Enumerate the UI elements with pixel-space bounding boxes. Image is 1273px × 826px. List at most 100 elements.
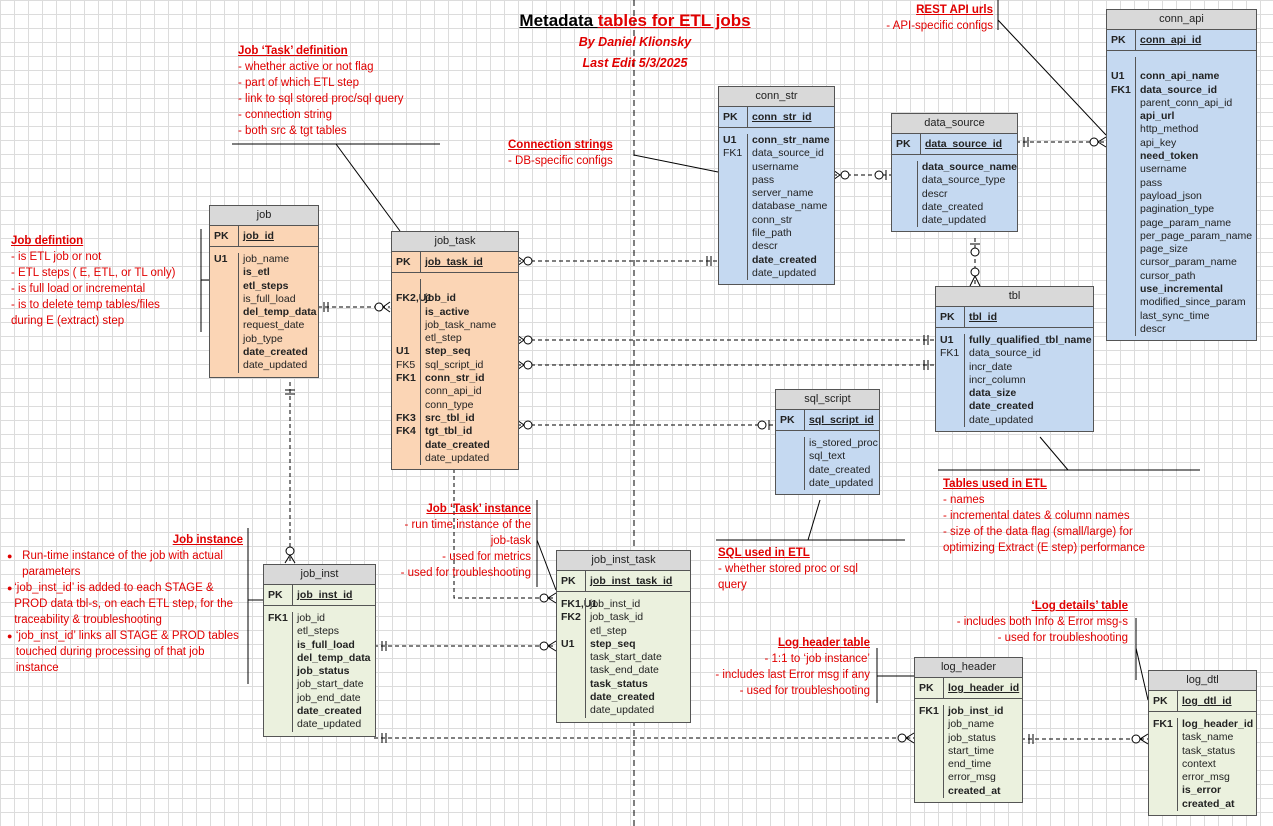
- note-line: - is full load or incremental: [11, 283, 146, 295]
- key-label: [396, 332, 420, 345]
- note-title: SQL used in ETL: [718, 547, 810, 559]
- key-label: [214, 359, 238, 372]
- note-title: Job instance: [172, 534, 243, 546]
- key-label: FK1: [1153, 718, 1173, 730]
- note-rest-api: REST API urls- API-specific configs: [878, 2, 993, 34]
- note-bullet: ●Run-time instance of the job with actua…: [7, 548, 243, 580]
- key-label: [896, 174, 917, 187]
- table-header: job_task: [392, 232, 518, 252]
- note-title: Tables used in ETL: [943, 478, 1047, 490]
- key-label: [1111, 137, 1135, 150]
- note-line: - link to sql stored proc/sql query: [238, 93, 404, 105]
- note-log-details: ‘Log details’ table- includes both Info …: [935, 598, 1128, 646]
- field-name: conn_api_id: [425, 385, 482, 398]
- field-name: created_at: [948, 784, 1001, 797]
- field-name: job_status: [297, 665, 350, 678]
- note-line: - used for metrics: [442, 551, 531, 563]
- field-name: is_etl: [243, 266, 270, 279]
- note-conn-strings: Connection strings- DB-specific configs: [508, 137, 633, 169]
- key-label: [919, 718, 943, 731]
- field-name: job_id: [297, 612, 326, 624]
- field-name: data_source_type: [921, 174, 1006, 187]
- field-name: descr: [921, 187, 948, 200]
- field-name: etl_steps: [243, 279, 289, 292]
- title-last-edit: Last Edit 5/3/2025: [582, 56, 688, 70]
- bullet-text: ‘job_inst_id’ links all STAGE & PROD tab…: [15, 630, 239, 674]
- key-label: [1153, 731, 1177, 744]
- field-name: log_header_id: [1182, 718, 1254, 730]
- field-name: job_inst_id: [590, 598, 641, 610]
- key-label: [1111, 256, 1135, 269]
- field-name: conn_type: [425, 398, 474, 411]
- key-label: [561, 704, 585, 717]
- key-label: U1: [561, 637, 575, 650]
- note-line: - used for troubleshooting: [739, 685, 870, 697]
- note-line: - used for troubleshooting: [400, 567, 531, 579]
- table-header: job_inst: [264, 565, 375, 585]
- field-name: incr_date: [969, 360, 1013, 373]
- pk-field: conn_api_id: [1135, 30, 1256, 50]
- pk-field: job_task_id: [420, 252, 518, 272]
- key-label: [561, 651, 585, 664]
- key-label: U1: [214, 253, 228, 265]
- table-header: job: [210, 206, 318, 226]
- key-label: [214, 266, 238, 279]
- field-name: is_error: [1182, 784, 1222, 797]
- field-name: page_param_name: [1140, 216, 1232, 229]
- key-label: [214, 319, 238, 332]
- pk-field: job_id: [238, 226, 318, 246]
- field-name: date_updated: [297, 718, 362, 731]
- pk-label: PK: [561, 575, 576, 587]
- key-label: [780, 464, 804, 477]
- table-header: conn_str: [719, 87, 834, 107]
- field-name: date_updated: [969, 413, 1034, 426]
- key-label: [1111, 296, 1135, 309]
- field-name: date_updated: [425, 451, 490, 464]
- title-author: By Daniel Klionsky: [578, 35, 692, 49]
- key-label: [268, 705, 292, 718]
- note-line: - includes last Error msg if any: [715, 669, 870, 681]
- key-column: [892, 161, 917, 227]
- key-label: [723, 200, 747, 213]
- pk-field: tbl_id: [964, 307, 1093, 327]
- field-name: date_created: [752, 253, 817, 266]
- key-label: [396, 306, 420, 319]
- key-label: [214, 293, 238, 306]
- key-label: U1: [396, 345, 410, 358]
- note-title: Job ‘Task’ instance: [426, 503, 531, 515]
- key-label: [940, 414, 964, 427]
- key-label: [1111, 110, 1135, 123]
- field-name: job_task_name: [425, 318, 497, 331]
- key-label: [723, 187, 747, 200]
- key-label: [1111, 150, 1135, 163]
- note-tables-used: Tables used in ETL- names- incremental d…: [943, 476, 1203, 556]
- bullet-icon: ●: [7, 631, 13, 641]
- key-label: [396, 452, 420, 465]
- pk-field: job_inst_task_id: [585, 571, 690, 591]
- key-label: [780, 450, 804, 463]
- field-name: error_msg: [1182, 771, 1230, 784]
- key-label: [268, 652, 292, 665]
- field-name: task_start_date: [590, 651, 662, 664]
- field-name: data_source_name: [921, 161, 1017, 173]
- table-header: tbl: [936, 287, 1093, 307]
- field-name: task_name: [1182, 731, 1234, 744]
- note-line: - includes both Info & Error msg-s: [956, 616, 1128, 628]
- key-label: [396, 319, 420, 332]
- pk-field: data_source_id: [920, 134, 1017, 154]
